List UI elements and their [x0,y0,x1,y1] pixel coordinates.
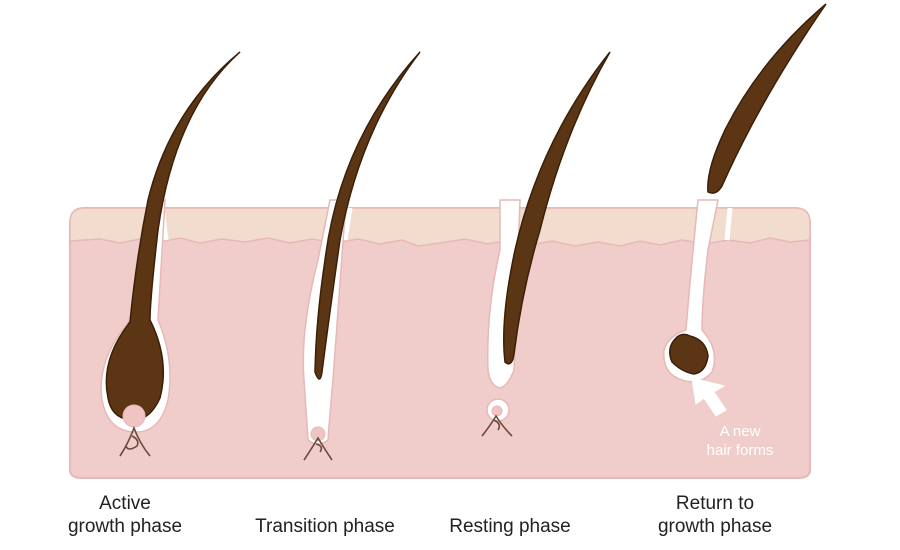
caption-transition-line-1: Transition phase [255,516,395,537]
caption-active-growth: Active growth phase [40,492,210,538]
epidermis-seam-2 [342,207,353,241]
new-hair-bulb [669,333,709,375]
caption-return-line-2: growth phase [657,516,773,537]
caption-resting: Resting phase [425,515,595,538]
annotation-line-2: hair forms [706,442,774,459]
annotation-new-hair: A new hair forms [685,422,795,460]
caption-active-line-1: Active [99,493,151,514]
caption-transition: Transition phase [235,515,415,538]
epidermis-layer [69,207,811,247]
arrow-icon [691,377,727,417]
caption-active-line-2: growth phase [67,516,183,537]
papilla-resting-dot [491,405,503,417]
hair-resting [503,51,611,365]
hair-transition [314,51,421,380]
papilla-transition [310,426,326,442]
vessel-resting [481,414,513,437]
vessel-active [119,425,151,457]
caption-return-line-1: Return to [675,493,755,514]
vessel-transition [303,436,333,461]
caption-return-growth: Return to growth phase [630,492,800,538]
epidermis-seam-4 [724,207,733,241]
annotation-line-1: A new [719,423,761,440]
caption-resting-line-1: Resting phase [449,516,571,537]
hair-detached [707,3,827,194]
papilla-active [122,404,146,428]
